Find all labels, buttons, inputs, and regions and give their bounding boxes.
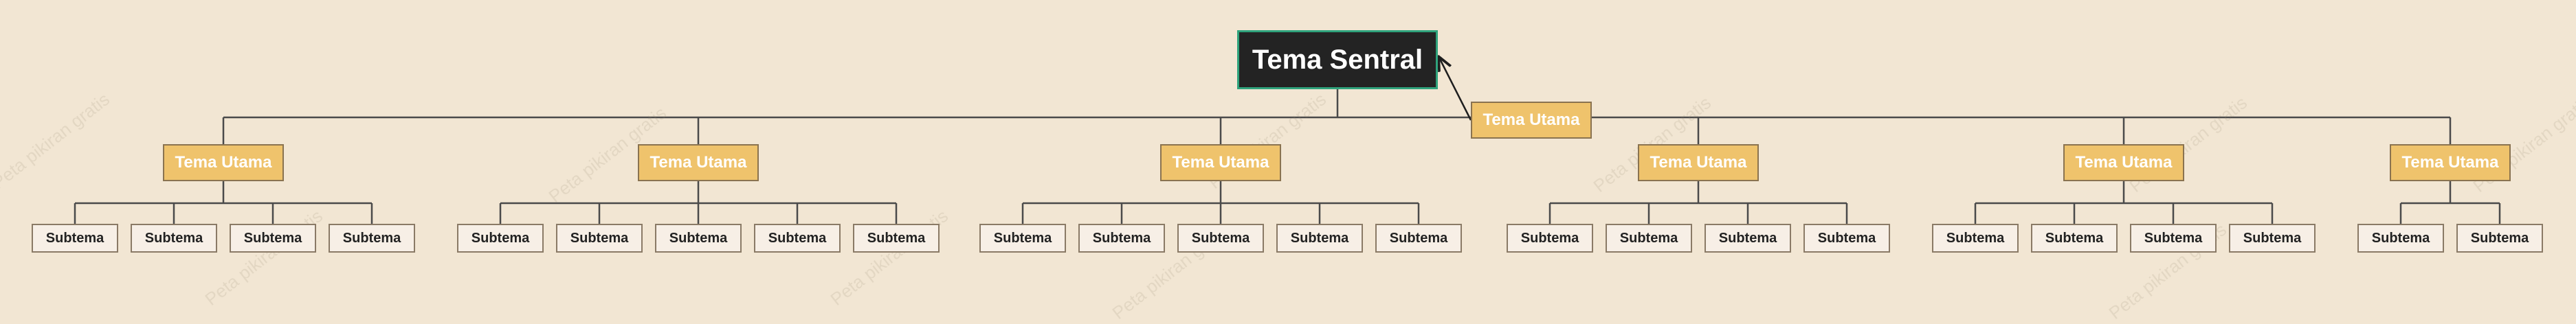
subtopic-label: Subtema [1619, 230, 1678, 246]
floating-main-topic[interactable]: Tema Utama [1471, 102, 1592, 139]
subtopic-label: Subtema [570, 230, 629, 246]
subtopic[interactable]: Subtema [1375, 224, 1462, 253]
main-topic-6[interactable]: Tema Utama [2390, 144, 2511, 181]
subtopic[interactable]: Subtema [230, 224, 316, 253]
subtopic[interactable]: Subtema [853, 224, 940, 253]
connector-lines [74, 0, 2501, 224]
subtopic[interactable]: Subtema [2357, 224, 2444, 253]
subtopic[interactable]: Subtema [1276, 224, 1363, 253]
subtopic-label: Subtema [1191, 230, 1250, 246]
subtopic-label: Subtema [867, 230, 926, 246]
subtopic-label: Subtema [2144, 230, 2203, 246]
main-topic-label: Tema Utama [175, 153, 272, 172]
subtopic[interactable]: Subtema [1932, 224, 2019, 253]
main-topic-4[interactable]: Tema Utama [1638, 144, 1759, 181]
subtopic-label: Subtema [1389, 230, 1448, 246]
subtopic-label: Subtema [1290, 230, 1349, 246]
subtopic[interactable]: Subtema [754, 224, 841, 253]
main-topic-label: Tema Utama [2401, 153, 2499, 172]
subtopic[interactable]: Subtema [2031, 224, 2118, 253]
subtopic-label: Subtema [669, 230, 728, 246]
subtopic-label: Subtema [768, 230, 827, 246]
subtopic-label: Subtema [1946, 230, 2005, 246]
subtopic[interactable]: Subtema [1078, 224, 1165, 253]
subtopic-label: Subtema [144, 230, 203, 246]
subtopic[interactable]: Subtema [2456, 224, 2543, 253]
subtopic[interactable]: Subtema [1177, 224, 1264, 253]
subtopic-label: Subtema [243, 230, 302, 246]
subtopic[interactable]: Subtema [1507, 224, 1593, 253]
subtopic[interactable]: Subtema [655, 224, 742, 253]
subtopic[interactable]: Subtema [1606, 224, 1692, 253]
subtopic-label: Subtema [1718, 230, 1777, 246]
subtopic-label: Subtema [1817, 230, 1876, 246]
main-topic-2[interactable]: Tema Utama [638, 144, 759, 181]
main-topic-label: Tema Utama [1650, 153, 1747, 172]
subtopic[interactable]: Subtema [1705, 224, 1791, 253]
main-topic-5[interactable]: Tema Utama [2063, 144, 2184, 181]
main-topic-label: Tema Utama [649, 153, 747, 172]
subtopic[interactable]: Subtema [457, 224, 544, 253]
subtopic[interactable]: Subtema [979, 224, 1066, 253]
subtopic-label: Subtema [993, 230, 1052, 246]
subtopic[interactable]: Subtema [32, 224, 118, 253]
main-topic-3[interactable]: Tema Utama [1160, 144, 1281, 181]
subtopic[interactable]: Subtema [1803, 224, 1890, 253]
subtopic-label: Subtema [2045, 230, 2104, 246]
subtopic-label: Subtema [471, 230, 530, 246]
subtopic-label: Subtema [2243, 230, 2302, 246]
central-topic[interactable]: Tema Sentral [1237, 30, 1438, 89]
main-topic-label: Tema Utama [1172, 153, 1269, 172]
floating-topic-arrow [1439, 58, 1472, 121]
subtopic-label: Subtema [2371, 230, 2430, 246]
central-topic-label: Tema Sentral [1252, 44, 1423, 75]
subtopic[interactable]: Subtema [131, 224, 217, 253]
subtopic[interactable]: Subtema [2130, 224, 2217, 253]
subtopic-label: Subtema [342, 230, 401, 246]
floating-main-topic-label: Tema Utama [1483, 111, 1580, 129]
subtopic[interactable]: Subtema [2229, 224, 2316, 253]
subtopic-label: Subtema [2470, 230, 2529, 246]
main-topic-1[interactable]: Tema Utama [163, 144, 284, 181]
subtopic-label: Subtema [1520, 230, 1579, 246]
subtopic[interactable]: Subtema [329, 224, 415, 253]
subtopic-label: Subtema [1092, 230, 1151, 246]
subtopic[interactable]: Subtema [556, 224, 643, 253]
main-topic-label: Tema Utama [2075, 153, 2173, 172]
subtopic-label: Subtema [45, 230, 104, 246]
